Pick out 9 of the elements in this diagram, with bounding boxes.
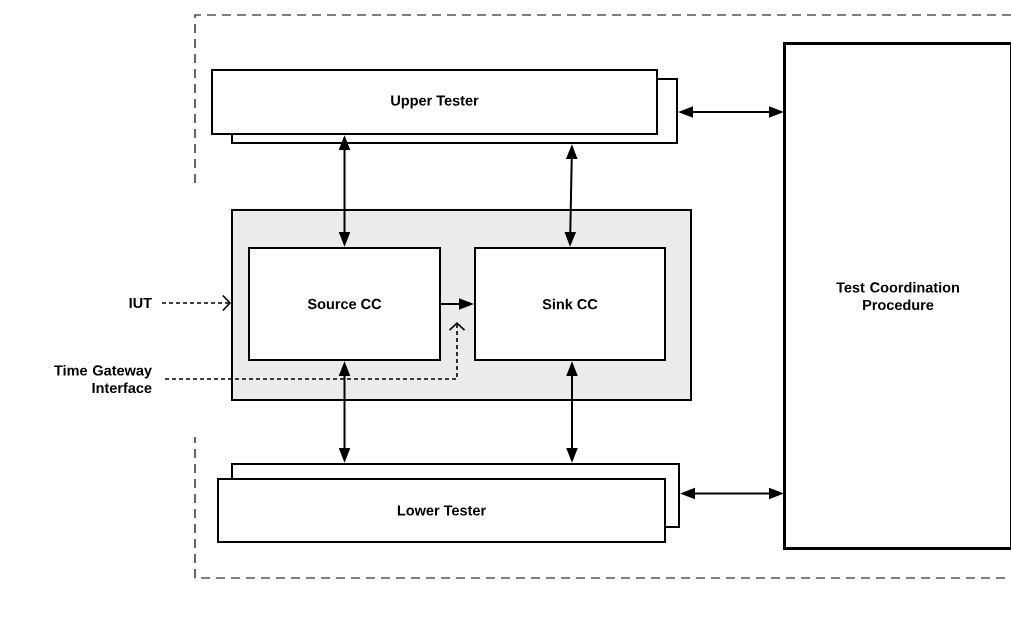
process-box: Test Coordination Procedure xyxy=(783,42,1011,550)
process-box: Source CC xyxy=(248,247,441,361)
process-box: Sink CC xyxy=(474,247,666,361)
arrow xyxy=(161,294,231,312)
side-label: IUT xyxy=(129,297,152,309)
arrow xyxy=(164,322,466,380)
process-box: Lower Tester xyxy=(217,463,680,543)
process-box: Upper Tester xyxy=(211,69,678,144)
side-label: Time Gateway Interface xyxy=(54,364,152,394)
